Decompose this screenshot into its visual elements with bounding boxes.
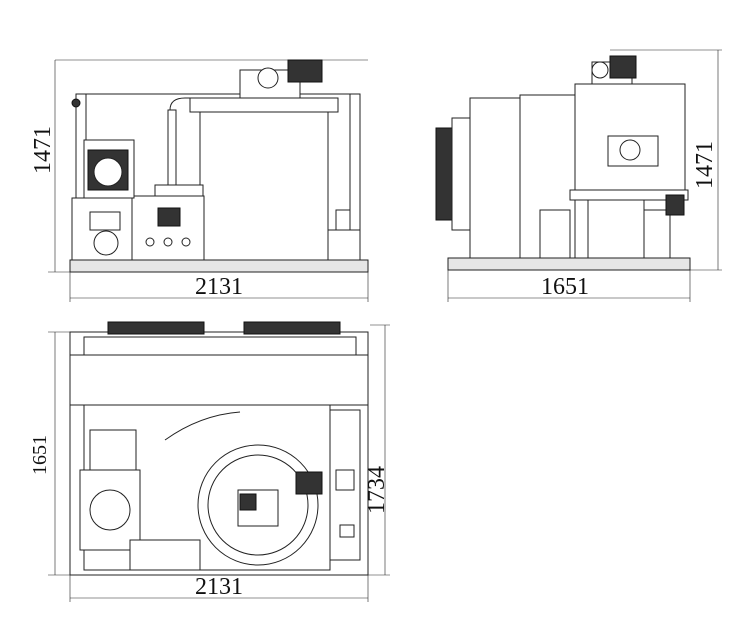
top-depth-label: 1651 <box>29 435 51 475</box>
side-view: 1471 1651 <box>435 49 722 302</box>
side-height-label: 1471 <box>692 141 718 189</box>
side-width-label: 1651 <box>541 274 589 300</box>
top-view: 1651 1734 2131 <box>29 321 390 602</box>
front-height-label: 1471 <box>30 126 56 174</box>
front-view: 1471 2131 <box>30 59 369 302</box>
top-width-label: 2131 <box>195 574 243 600</box>
top-overall-depth-label: 1734 <box>364 466 390 514</box>
front-width-label: 2131 <box>195 274 243 300</box>
